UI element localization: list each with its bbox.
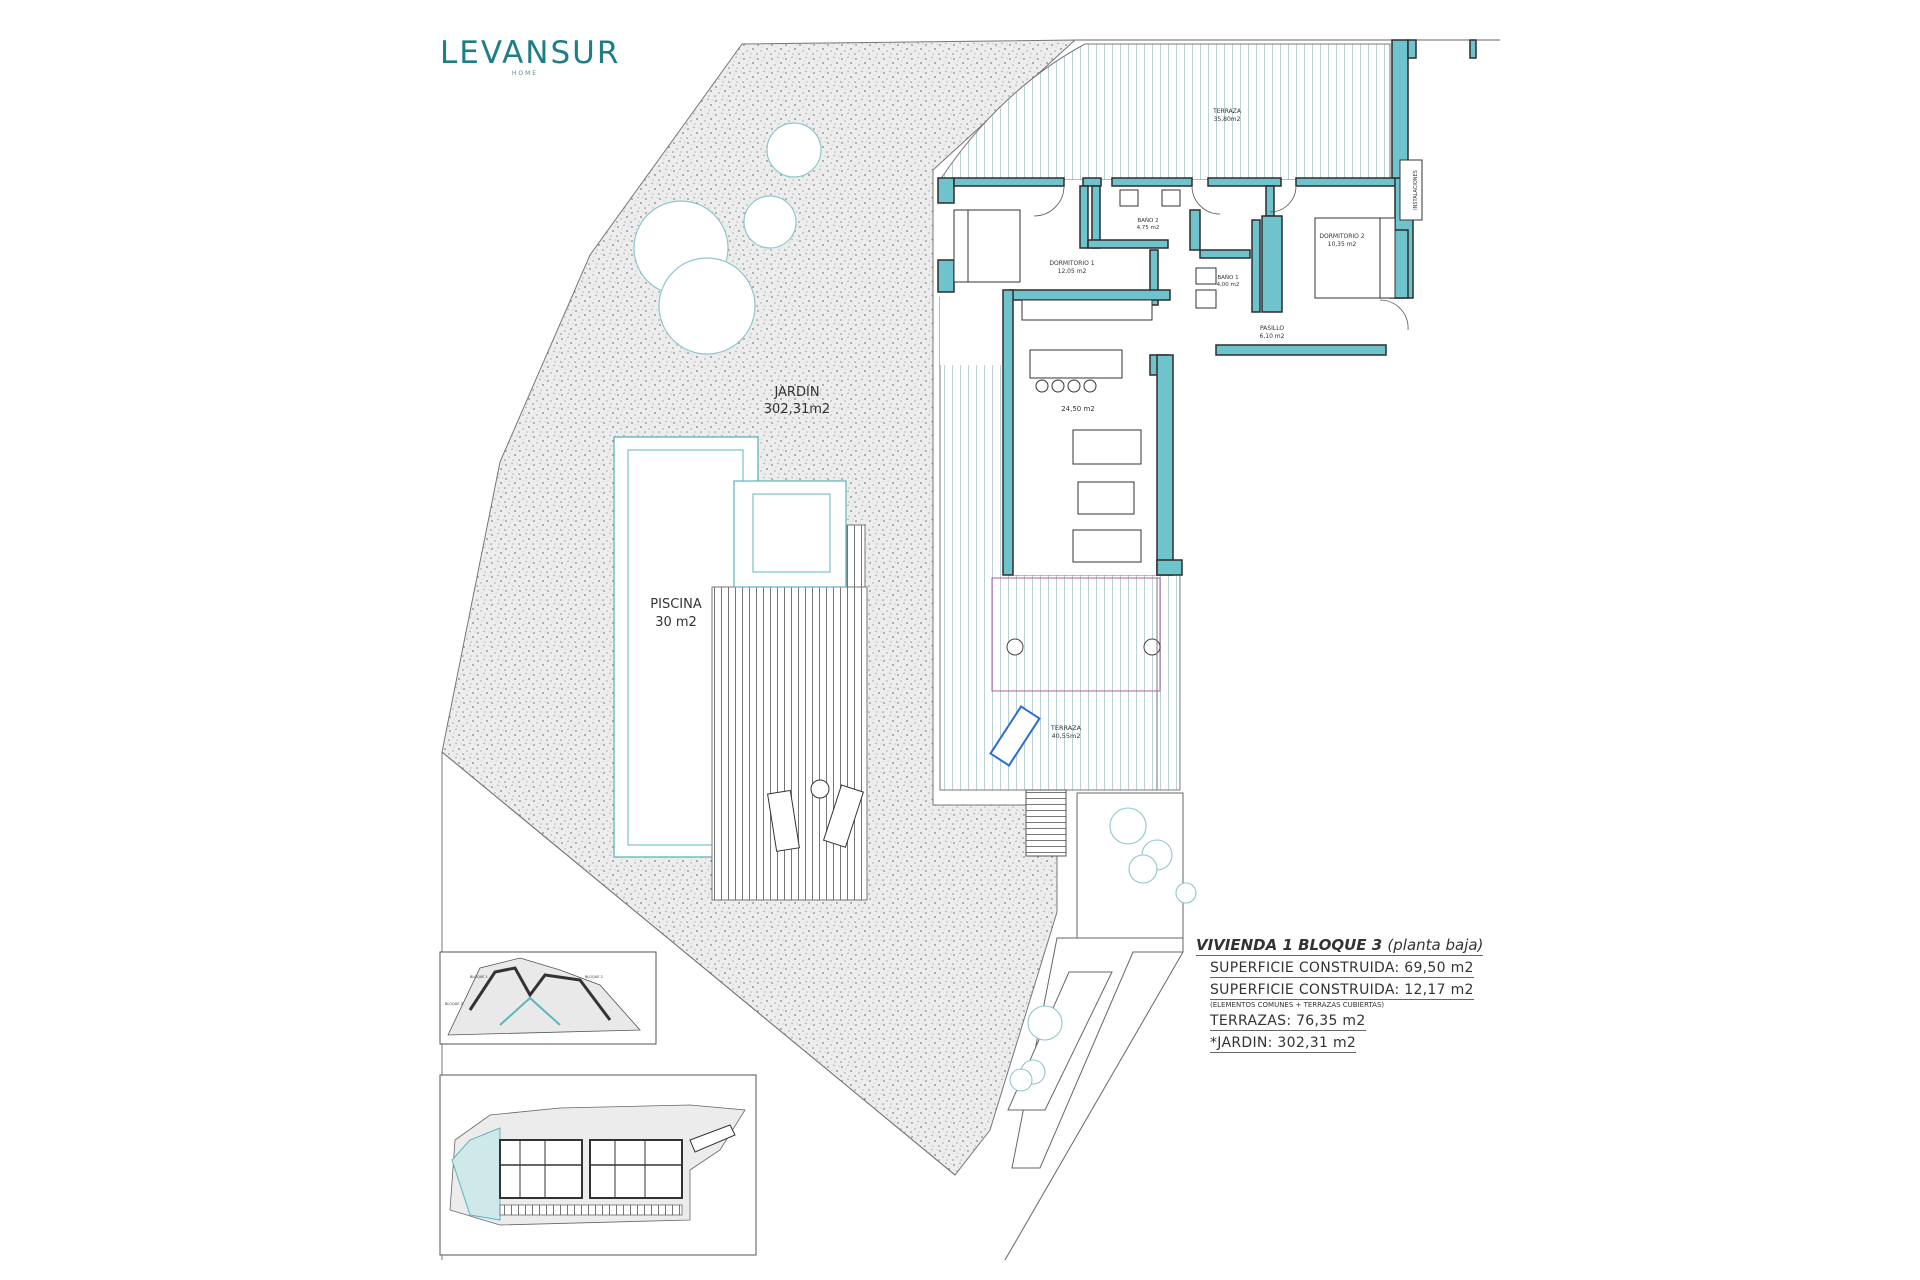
- terrace-lounger: [989, 705, 1041, 767]
- bano2-area: 4,75 m2: [1137, 225, 1160, 231]
- key-plan-bloque-2: BLOQUE 2: [585, 975, 603, 979]
- pasillo-area: 6,10 m2: [1260, 333, 1285, 340]
- installations: [1399, 159, 1423, 221]
- brand-logo: LEVANSUR HOME: [440, 35, 621, 77]
- summary-jardin: *JARDIN: 302,31 m2: [1210, 1035, 1357, 1053]
- key-plan-1: BLOQUE 1 BLOQUE 2 BLOQUE 3: [439, 951, 657, 1045]
- column-1: [1006, 638, 1024, 656]
- dormitorio1-name: DORMITORIO 1: [1049, 260, 1094, 267]
- garden-edge-2: [441, 751, 956, 1176]
- pool-deck-upper: [846, 524, 866, 588]
- jardin-name: JARDIN: [773, 385, 819, 400]
- doors: [1033, 185, 1409, 331]
- key-plan-2: [439, 1074, 757, 1256]
- bano1-name: BAÑO 1: [1217, 274, 1238, 281]
- trees: [633, 122, 822, 355]
- instalaciones-name: INSTALACIONES: [1413, 170, 1419, 210]
- patio-trees: [1109, 807, 1197, 904]
- path: [1011, 937, 1184, 1169]
- pasillo-name: PASILLO: [1260, 325, 1284, 332]
- brand-tagline: HOME: [511, 70, 539, 77]
- summary-terrazas: TERRAZAS: 76,35 m2: [1210, 1013, 1366, 1031]
- piscina-area: 30 m2: [655, 615, 697, 630]
- pergola: [991, 577, 1161, 692]
- summary-title: VIVIENDA 1 BLOQUE 3: [1196, 936, 1383, 954]
- jardin-area: 302,31m2: [764, 402, 830, 417]
- terraza-top-name: TERRAZA: [1212, 108, 1242, 115]
- dormitorio2-area: 10,35 m2: [1328, 241, 1357, 248]
- summary-comunes-note: (ELEMENTOS COMUNES + TERRAZAS CUBIERTAS): [1210, 1001, 1385, 1009]
- piscina-name: PISCINA: [650, 597, 702, 612]
- terraza-main-name: TERRAZA: [1050, 724, 1082, 732]
- salon-area: 24,50 m2: [1061, 405, 1095, 413]
- summary-construida: SUPERFICIE CONSTRUIDA: 69,50 m2: [1210, 960, 1474, 978]
- steps: [1025, 789, 1067, 857]
- dormitorio1-area: 12,05 m2: [1058, 268, 1087, 275]
- summary-panel: VIVIENDA 1 BLOQUE 3 (planta baja) SUPERF…: [1196, 936, 1506, 1053]
- summary-construida-comunes: SUPERFICIE CONSTRUIDA: 12,17 m2: [1210, 982, 1474, 1000]
- path-trees: [1009, 1005, 1063, 1092]
- jacuzzi-inner: [752, 493, 831, 573]
- summary-title-row: VIVIENDA 1 BLOQUE 3 (planta baja): [1196, 936, 1484, 956]
- terraza-top-area: 35,80m2: [1214, 116, 1241, 123]
- loungers: [767, 779, 865, 852]
- key-plan-bloque-3: BLOQUE 3: [445, 1002, 463, 1006]
- pool-deck: [711, 586, 868, 901]
- bano1-area: 4,00 m2: [1217, 282, 1240, 288]
- bano2-name: BAÑO 2: [1137, 217, 1158, 224]
- column-2: [1143, 638, 1161, 656]
- brand-name: LEVANSUR: [440, 35, 621, 71]
- summary-title-sub: (planta baja): [1387, 936, 1484, 954]
- boundary-line: [1004, 951, 1184, 1261]
- dormitorio2-name: DORMITORIO 2: [1319, 233, 1364, 240]
- furniture: [953, 189, 1396, 563]
- key-plan-bloque-1: BLOQUE 1: [470, 975, 488, 979]
- terraza-main-area: 40,55m2: [1051, 732, 1080, 740]
